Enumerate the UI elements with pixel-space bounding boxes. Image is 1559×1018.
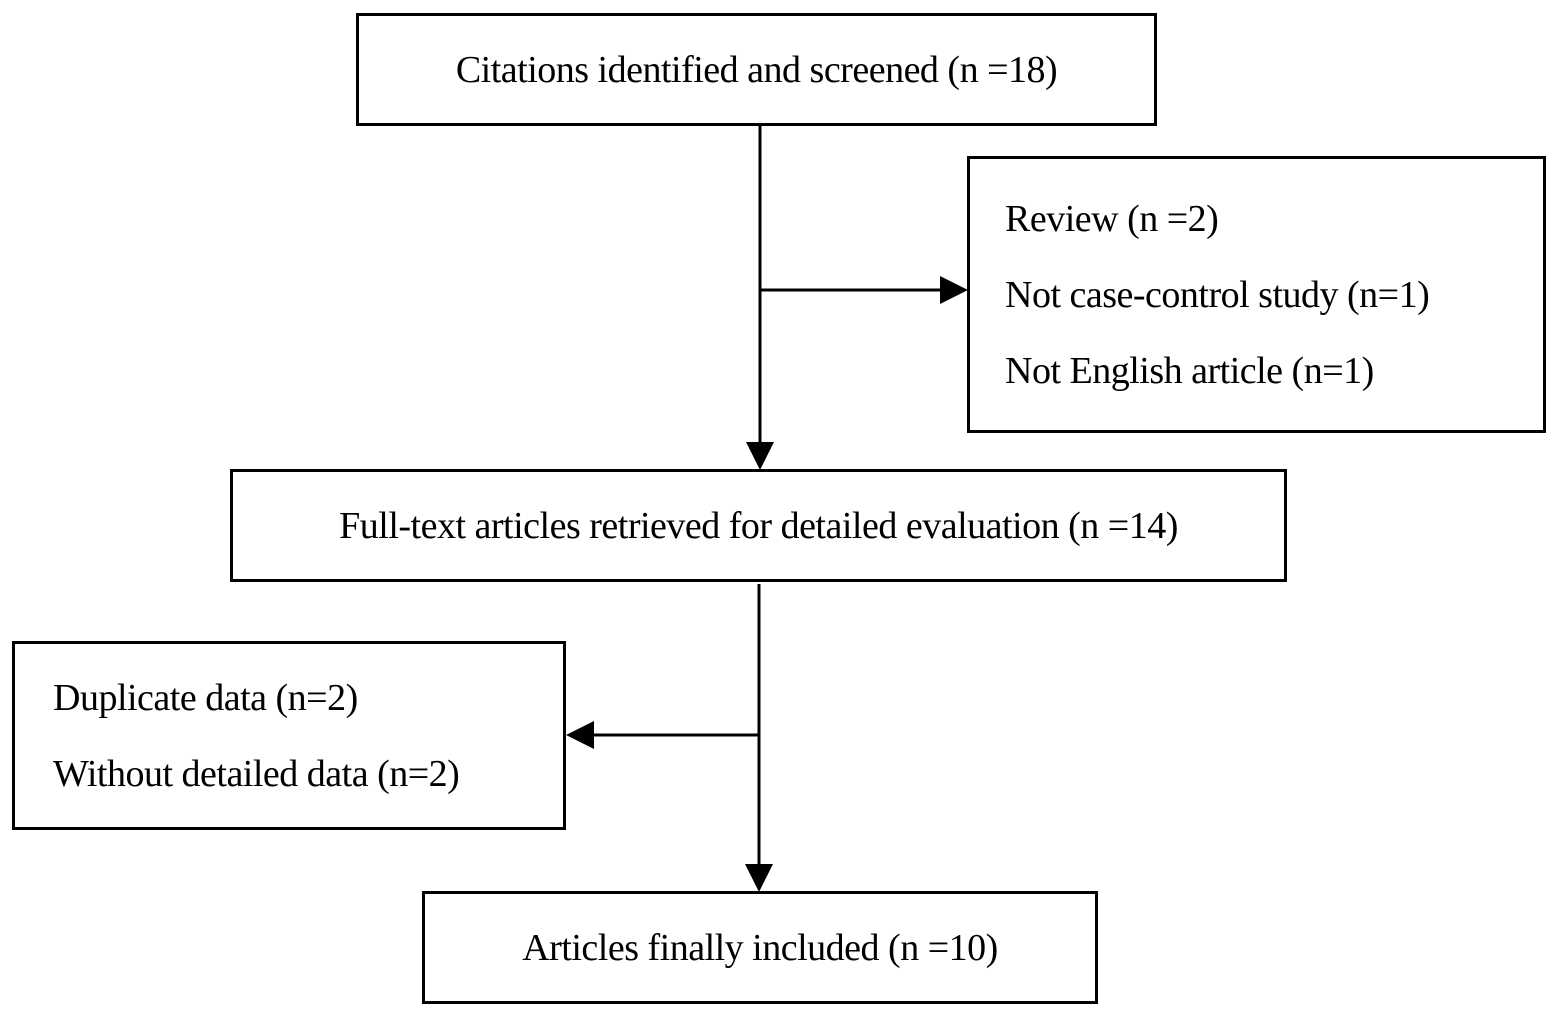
arrowhead-down-included [745,864,773,892]
excluded-first-box: Review (n =2) Not case-control study (n=… [967,156,1546,433]
excluded-not-english-item: Not English article (n=1) [1005,349,1374,392]
articles-included-box: Articles finally included (n =10) [422,891,1098,1004]
excluded-not-case-control-item: Not case-control study (n=1) [1005,273,1430,316]
arrowhead-left-excluded-second [566,721,594,749]
arrowhead-down-fulltext [746,442,774,470]
excluded-review-item: Review (n =2) [1005,197,1219,240]
arrowhead-right-excluded-first [940,276,968,304]
excluded-duplicate-item: Duplicate data (n=2) [53,676,358,719]
articles-included-label: Articles finally included (n =10) [522,926,998,969]
excluded-second-box: Duplicate data (n=2) Without detailed da… [12,641,566,830]
citations-screened-label: Citations identified and screened (n =18… [455,48,1058,91]
excluded-without-detail-item: Without detailed data (n=2) [53,752,460,795]
citations-screened-box: Citations identified and screened (n =18… [356,13,1157,126]
fulltext-retrieved-label: Full-text articles retrieved for detaile… [339,504,1178,547]
fulltext-retrieved-box: Full-text articles retrieved for detaile… [230,469,1287,582]
